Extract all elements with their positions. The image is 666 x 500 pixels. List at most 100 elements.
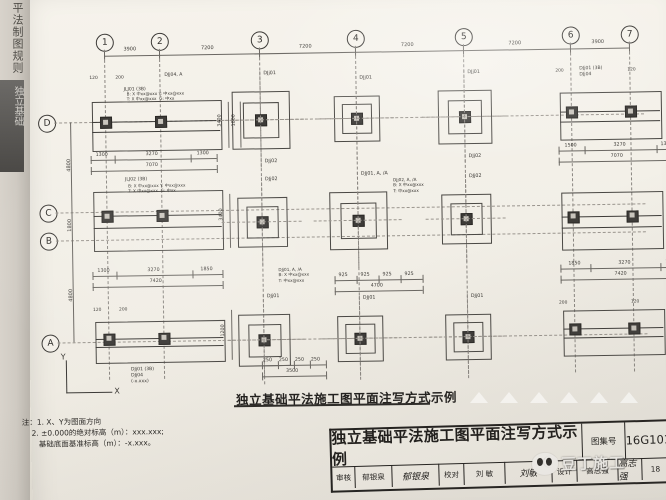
dim-chain-top-right-seg-2: 1300 [660, 141, 666, 148]
dim-chain-footing-a-seg-1: 250 [278, 357, 289, 364]
dim-chain-footing-b-seg-2: 925 [382, 272, 392, 278]
dim-vert-1200: 1200 [220, 324, 227, 337]
grid-bubble-A: A [41, 334, 60, 353]
dim-vert-3400-b: 3400 [219, 208, 225, 221]
isolated-footing-D4-label: DJj01 [359, 75, 372, 81]
edge-offset-6: 200 [558, 300, 568, 306]
left-dimension-0: 4800 [66, 158, 73, 172]
footing-label-elev-bottom: (-x.xxx) [131, 379, 149, 385]
field-key-check: 校对 [439, 462, 465, 486]
dim-chain-top-left-seg-1: 3270 [145, 151, 158, 158]
print-watermark-triangle [530, 392, 548, 403]
print-watermark-triangle [590, 392, 608, 403]
axis-y-line [65, 360, 68, 394]
top-dimension-4: 7200 [508, 40, 522, 47]
edge-offset-0: 120 [89, 75, 98, 82]
dim-chain-mid-left-seg-0: 1300 [97, 268, 110, 274]
edge-offset-4: 120 [92, 307, 102, 313]
edge-offset-7: 120 [630, 299, 640, 305]
strip-footing-D-left-rebar: B: X 中xx@xxx Y: 中xx@xxx T: X 中xx@xxx G: … [126, 90, 185, 102]
dim-vert-1800: 1800 [231, 114, 237, 127]
wechat-logo-icon [531, 452, 559, 476]
top-dimension-3: 7200 [400, 41, 414, 49]
isolated-footing-D3-label-below: DJj02 [264, 159, 278, 165]
isolated-footing-A4-label: DJj01 [362, 295, 376, 301]
print-watermark-triangle [560, 392, 578, 403]
dim-chain-footing-b-seg-3: 925 [404, 271, 414, 278]
dim-chain-footing-b-seg-0: 925 [338, 272, 348, 279]
field-value-review: 郁银泉 [355, 464, 393, 489]
grid-bubble-D: D [37, 114, 57, 133]
top-dimension-2: 7200 [298, 43, 312, 50]
footing-label-jlj01-3b-right: DJj01 (3B) [579, 65, 603, 72]
dim-chain-top-left-seg-0: 1300 [95, 152, 108, 158]
edge-offset-2: 200 [555, 68, 564, 74]
strip-footing-C-left-label-1: JLJ02 (3B) [124, 177, 148, 183]
isolated-footing-C4-label: DJj01, A, /A [360, 171, 388, 177]
axis-x-label: X [114, 386, 120, 396]
dim-chain-top-right-seg-0: 1500 [564, 143, 577, 149]
dim-chain-right-seg-0: 1850 [568, 261, 581, 267]
book-spine: 平法制图规则 独立基础 [0, 0, 30, 500]
dim-chain-mid-left-total: 7420 [149, 278, 162, 285]
strip-footing-C-left-rebar: B: X 中xx@xxx Y: 中xx@xxx T: X 中xx@xxx G: … [128, 182, 186, 194]
note-line-1: 注：1. X、Y为图面方向 [21, 416, 102, 427]
print-watermark-triangle [470, 392, 488, 403]
sheet-page-number: 18 [650, 464, 661, 474]
note-line-3: 基础底面基准标高（m）：-x.xxx。 [22, 438, 156, 449]
field-value-check: 刘 敏 [464, 461, 506, 485]
dim-chain-top-left-total: 7070 [145, 162, 159, 169]
isolated-footing-A5-label: DJj01 [470, 293, 484, 300]
print-watermark-triangle [620, 392, 638, 403]
watermark: 豆丁施工 [531, 451, 626, 476]
isolated-footing-D5-label: DJj01 [467, 69, 480, 76]
dim-chain-top-right-seg-1: 3270 [613, 142, 626, 148]
axis-y-label: Y [60, 352, 66, 362]
edge-offset-3: 120 [627, 67, 636, 73]
isolated-footing-A3-label: DJj01 [266, 294, 280, 300]
spine-tab [0, 80, 24, 172]
note-line-2: 2. ±0.000的绝对标高（m）：xxx.xxx; [21, 427, 164, 438]
spine-label: 平法制图规则 [11, 2, 24, 74]
dim-chain-top-left-seg-2: 1300 [196, 151, 209, 157]
dim-chain-right-seg-1: 3270 [618, 260, 631, 266]
footing-label-djj04-bottom: DJj04 [131, 373, 144, 379]
dim-chain-footing-a-seg-0: 250 [262, 358, 273, 364]
footing-label-djj04-a: DJj04, A [164, 72, 183, 78]
footing-label-jlj01-3b-bottom: DJj01 (3B) [130, 367, 155, 373]
left-dimension-2: 4800 [68, 288, 75, 302]
grid-bubble-B: B [39, 232, 59, 251]
dim-chain-top-right-total: 7070 [610, 153, 623, 159]
drawing-notes: 注：1. X、Y为图面方向 2. ±0.000的绝对标高（m）：xxx.xxx;… [22, 415, 164, 450]
spine-tab-label: 独立基础 [12, 86, 23, 126]
top-dimension-1: 7200 [200, 45, 214, 52]
dim-chain-footing-a-total: 3500 [285, 368, 299, 374]
edge-offset-1: 200 [115, 75, 124, 81]
field-signature-review: 郁银泉 [392, 463, 440, 487]
dim-chain-footing-b-total: 4700 [370, 283, 383, 289]
top-dimension-5: 3900 [591, 38, 605, 46]
print-watermark-triangle [500, 392, 518, 403]
dim-chain-footing-b-seg-1: 925 [360, 272, 370, 278]
dim-chain-mid-left-seg-1: 3270 [147, 267, 160, 274]
isolated-footing-C4-rebar: DJj01, A, /A B: X 中xx@xxx T: 中xx@xxx [278, 266, 310, 283]
top-dimension-0: 3900 [123, 46, 137, 53]
dim-chain-right-total: 7420 [614, 271, 627, 277]
dim-vert-3400: 3400 [217, 114, 223, 127]
dim-chain-footing-a-seg-2: 250 [294, 357, 305, 363]
axis-x-line [66, 391, 113, 394]
watermark-text: 豆丁施工 [560, 453, 626, 473]
isolated-footing-D5-label-below: DJj02 [468, 153, 482, 160]
field-key-review: 审核 [332, 466, 356, 489]
atlas-number-value: 16G101- [625, 432, 666, 448]
isolated-footing-D3-label: DJj01 [263, 71, 276, 77]
dim-chain-mid-left-seg-2: 1850 [200, 267, 213, 273]
dim-chain-footing-a-seg-3: 250 [310, 357, 321, 363]
grid-bubble-C: C [39, 204, 58, 223]
isolated-footing-D5-rebar: DJj02, A, /A B: X 中xx@xxx T: 中xx@xxx [392, 176, 424, 194]
isolated-footing-C5-label: DJj02 [468, 173, 482, 180]
edge-offset-5: 200 [118, 307, 128, 313]
